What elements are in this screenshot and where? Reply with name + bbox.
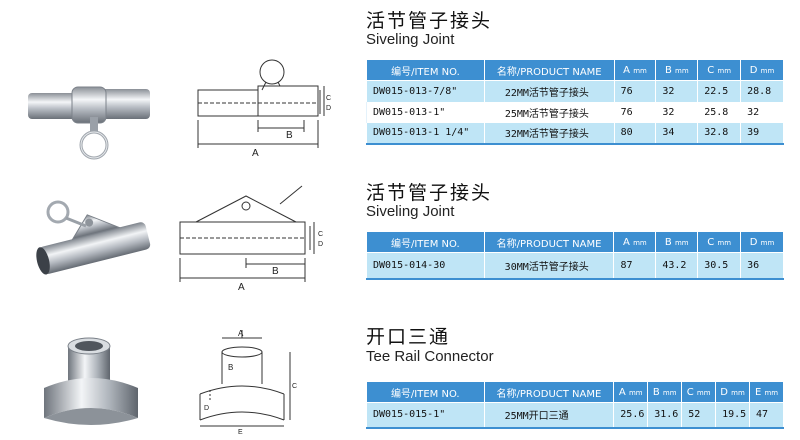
col-a: A mm — [613, 381, 649, 403]
table-row: DW015-013-1 1/4" 32MM活节管子接头 80 34 32.8 3… — [366, 122, 784, 144]
col-d: D mm — [715, 381, 751, 403]
col-c: C mm — [697, 231, 742, 253]
drawing-label-c: C — [318, 231, 323, 238]
table-header-row: 编号/ITEM NO. 名称/PRODUCT NAME A mm B mm C … — [366, 231, 784, 253]
drawing-label-b: B — [228, 363, 233, 372]
product-section-1: A B C D 活节管子接头 Siveling Joint 编号/ITEM NO… — [0, 0, 800, 165]
product-title-en: Siveling Joint — [366, 31, 455, 48]
drawing-label-b: B — [272, 266, 279, 277]
drawing-label-d: D — [204, 405, 209, 412]
drawing-label-d: D — [326, 105, 331, 112]
col-e: E mm — [749, 381, 784, 403]
drawing-label-a: A — [238, 330, 244, 338]
col-b: B mm — [655, 59, 699, 81]
drawing-label-b: B — [286, 130, 293, 141]
product-title-cn: 活节管子接头 — [366, 182, 493, 204]
col-a: A mm — [613, 59, 657, 81]
col-product-name: 名称/PRODUCT NAME — [483, 59, 615, 81]
col-c: C mm — [681, 381, 717, 403]
drawing-label-d: D — [318, 241, 323, 248]
table-row: DW015-015-1" 25MM开口三通 25.6 31.6 52 19.5 … — [366, 402, 784, 428]
product-title-cn: 开口三通 — [366, 326, 451, 348]
col-product-name: 名称/PRODUCT NAME — [483, 231, 615, 253]
table-header-row: 编号/ITEM NO. 名称/PRODUCT NAME A mm B mm C … — [366, 59, 784, 81]
col-item-no: 编号/ITEM NO. — [366, 59, 485, 81]
col-a: A mm — [613, 231, 657, 253]
table-header-row: 编号/ITEM NO. 名称/PRODUCT NAME A mm B mm C … — [366, 381, 784, 403]
product-section-3: A B C D E 开口三通 Tee Rail Connector 编号/ITE… — [0, 318, 800, 440]
product-photo-tee-rail-connector — [44, 337, 138, 425]
table-row: DW015-013-1" 25MM活节管子接头 76 32 25.8 32 — [366, 101, 784, 123]
product-title-en: Tee Rail Connector — [366, 348, 494, 365]
drawing-label-c: C — [326, 95, 331, 102]
drawing-label-c: C — [292, 383, 297, 390]
product-photo-siveling-joint-2 — [36, 200, 151, 275]
col-d: D mm — [740, 231, 784, 253]
technical-drawing-1: A B C D — [197, 59, 331, 159]
drawing-label-a: A — [238, 282, 245, 293]
table-row: DW015-014-30 30MM活节管子接头 87 43.2 30.5 36 — [366, 252, 784, 279]
drawing-label-e: E — [238, 429, 243, 435]
spec-table-3: 编号/ITEM NO. 名称/PRODUCT NAME A mm B mm C … — [366, 381, 784, 429]
col-item-no: 编号/ITEM NO. — [366, 231, 485, 253]
technical-drawing-2: A B C D — [179, 185, 323, 293]
spec-table-1: 编号/ITEM NO. 名称/PRODUCT NAME A mm B mm C … — [366, 59, 784, 145]
col-product-name: 名称/PRODUCT NAME — [483, 381, 615, 403]
product-title-en: Siveling Joint — [366, 203, 455, 220]
spec-table-2: 编号/ITEM NO. 名称/PRODUCT NAME A mm B mm C … — [366, 231, 784, 280]
col-b: B mm — [647, 381, 683, 403]
product-section-2: A B C D 活节管子接头 Siveling Joint 编号/ITEM NO… — [0, 170, 800, 300]
col-b: B mm — [655, 231, 699, 253]
technical-drawing-3: A B C D E — [199, 330, 297, 435]
table-row: DW015-013-7/8" 22MM活节管子接头 76 32 22.5 28.… — [366, 80, 784, 102]
col-c: C mm — [697, 59, 742, 81]
product-photo-siveling-joint-1 — [28, 86, 150, 160]
col-item-no: 编号/ITEM NO. — [366, 381, 485, 403]
product-title-cn: 活节管子接头 — [366, 10, 493, 32]
col-d: D mm — [740, 59, 784, 81]
drawing-label-a: A — [252, 148, 259, 159]
